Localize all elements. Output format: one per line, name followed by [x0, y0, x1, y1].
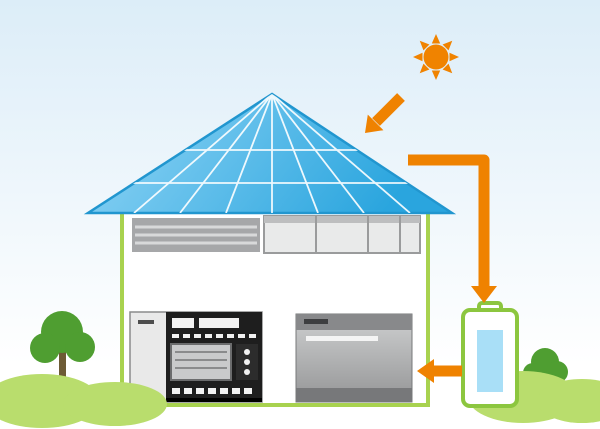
dishwasher-top-strip: [296, 314, 412, 330]
tree-left-icon: [30, 311, 95, 405]
oven-display-right: [199, 318, 239, 328]
dishwasher-bottom-band: [296, 388, 412, 402]
window-top-sash: [264, 216, 420, 223]
vent-slats: [135, 225, 257, 245]
kitchen-oven: [129, 311, 263, 403]
sun-rays: [413, 34, 459, 80]
microwave-window-lines: [175, 351, 227, 369]
dishwasher: [295, 313, 413, 403]
sun-icon: [413, 34, 459, 80]
tree-left-foliage: [30, 311, 95, 363]
oven-button-row-top: [172, 334, 256, 338]
microwave-control-dots: [244, 349, 250, 375]
cabinet-handle: [138, 320, 154, 324]
sun-core: [423, 44, 449, 70]
oven-button-row-bottom: [172, 388, 252, 394]
sunlight-arrow-icon: [365, 93, 405, 133]
storage-battery: [461, 301, 519, 408]
roof-to-battery-arrow-icon: [408, 154, 497, 303]
window-dividers: [315, 216, 401, 253]
sunlight-arrowhead: [365, 114, 384, 133]
roof-to-battery-arrowhead: [471, 286, 497, 303]
upper-floor: [132, 215, 421, 254]
dishwasher-handle: [304, 319, 328, 324]
microwave-window: [170, 343, 232, 381]
battery-to-appliance-arrowhead: [417, 359, 434, 383]
dishwasher-vent-slot: [306, 336, 378, 341]
battery-to-appliance-arrow-icon: [417, 359, 462, 383]
battery-cell: [477, 330, 503, 392]
oven-base: [166, 398, 262, 402]
bush-left-icon: [0, 374, 167, 428]
oven-display-left: [172, 318, 194, 328]
